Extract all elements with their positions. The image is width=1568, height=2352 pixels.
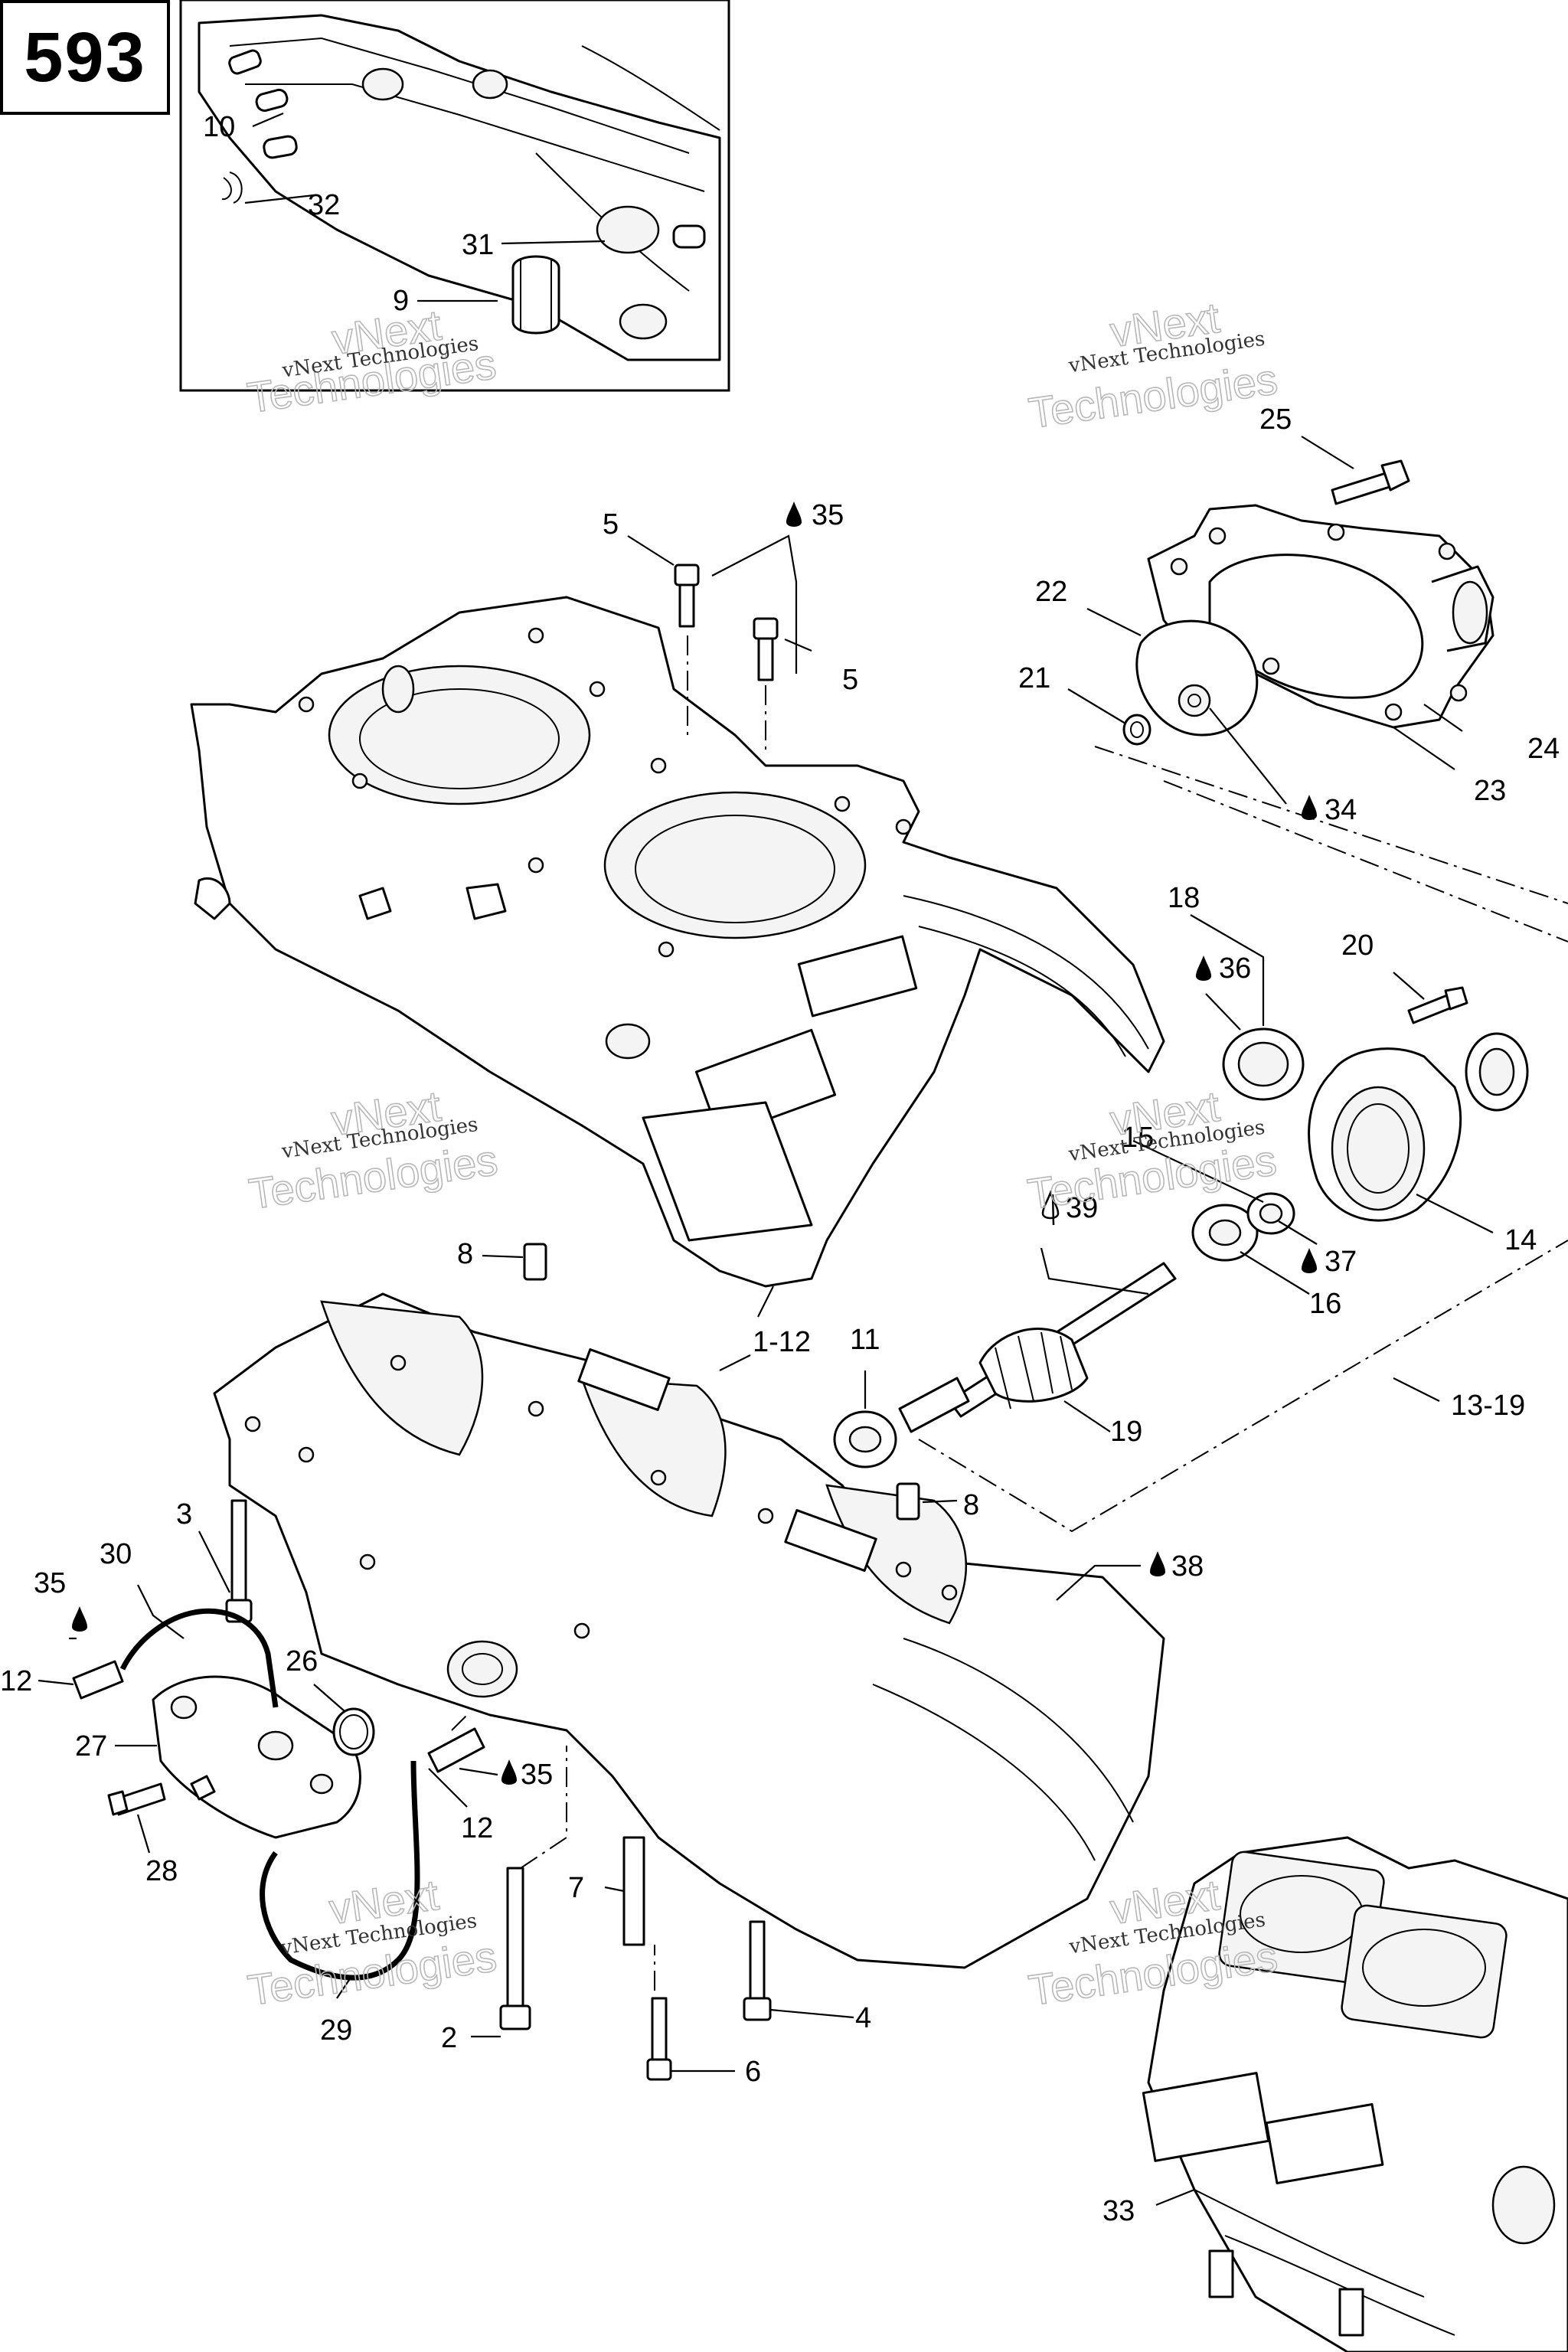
callout-26: 26 [286, 1645, 318, 1677]
callout-21: 21 [1018, 662, 1050, 694]
callout-13-19: 13-19 [1451, 1390, 1525, 1422]
centerline-bolt-2 [520, 1746, 567, 1869]
callout-12-center: 12 [461, 1812, 493, 1844]
callout-6: 6 [745, 2056, 761, 2088]
inset-detail-frame [179, 0, 730, 392]
callout-16: 16 [1309, 1288, 1341, 1320]
bolt-4 [743, 1920, 772, 2021]
centerline-pump-top [1094, 746, 1568, 904]
callout-9: 9 [393, 285, 409, 317]
watermark-1: vNext Technologies vNext Technologies [243, 300, 499, 423]
inset-crankcase-detail [198, 14, 721, 361]
svg-text:Technologies: Technologies [1026, 354, 1280, 437]
upper-crankcase [190, 596, 1165, 1288]
o-ring-26 [332, 1707, 375, 1756]
lubricant-drop-35a [786, 501, 802, 527]
fitting-12-center [427, 1727, 485, 1773]
bolt-5-left [674, 564, 700, 628]
dowel-8-lower [896, 1482, 920, 1521]
lubricant-drop-36 [1196, 956, 1211, 981]
callout-4: 4 [855, 2002, 871, 2034]
callout-10: 10 [203, 111, 235, 143]
bolt-25 [1331, 459, 1410, 505]
callout-7: 7 [568, 1872, 584, 1904]
centerline-fitting-12 [451, 1714, 468, 1731]
callout-20: 20 [1341, 929, 1374, 962]
dowel-8-upper [523, 1243, 547, 1281]
engine-overview [1142, 1836, 1568, 2352]
callout-25: 25 [1259, 403, 1292, 436]
callout-12-left: 12 [0, 1665, 32, 1697]
lower-crankcase [213, 1292, 1165, 1969]
bolt-5-right [753, 617, 779, 681]
bolt-20 [1407, 986, 1468, 1024]
callout-18: 18 [1168, 882, 1200, 914]
callout-8-lower: 8 [963, 1489, 979, 1521]
fitting-12-left [72, 1660, 124, 1700]
callout-15: 15 [1122, 1122, 1154, 1154]
callout-19: 19 [1110, 1416, 1142, 1448]
oil-line-30 [119, 1608, 279, 1708]
callout-30: 30 [100, 1538, 132, 1570]
callout-28: 28 [145, 1855, 178, 1887]
oil-line-29 [260, 1760, 420, 1981]
callout-35-left: 35 [34, 1567, 66, 1599]
lubricant-drop-37 [1302, 1248, 1317, 1273]
callout-8-upper: 8 [457, 1238, 473, 1270]
lubricant-drop-35c [501, 1759, 517, 1785]
leader-lines [38, 112, 1494, 2207]
bolt-28 [107, 1782, 166, 1816]
lubricant-drop-34 [1302, 795, 1317, 820]
rotary-valve-cover [1308, 1047, 1462, 1222]
page-number-box: 593 [0, 0, 170, 115]
washer-21 [1122, 714, 1152, 746]
watermark-2: vNext Technologies vNext Technologies [1025, 292, 1281, 438]
callout-14: 14 [1504, 1224, 1537, 1256]
oil-pump-27 [152, 1675, 361, 1839]
seal-15 [1246, 1192, 1295, 1235]
callout-2: 2 [441, 2022, 457, 2054]
seal-18 [1222, 1027, 1305, 1101]
callout-39: 39 [1066, 1192, 1098, 1224]
watermark-3: vNext Technologies vNext Technologies [245, 1081, 501, 1219]
lubricant-drop-39 [1041, 1190, 1060, 1226]
seal-ring [1465, 1032, 1529, 1112]
centerline-13-19 [918, 1240, 1568, 1533]
callout-35-center: 35 [521, 1759, 553, 1791]
bearing-16 [1191, 1204, 1259, 1262]
callout-36: 36 [1219, 952, 1251, 985]
callout-1-12: 1-12 [753, 1326, 811, 1358]
bolt-6 [646, 1997, 672, 2081]
bearing-11 [833, 1410, 897, 1468]
callout-32: 32 [308, 189, 340, 221]
callout-5-lower: 5 [842, 664, 858, 696]
callout-5-upper: 5 [603, 508, 619, 541]
callout-23: 23 [1474, 775, 1506, 807]
water-pump-housing [1147, 504, 1494, 729]
bolt-2 [499, 1867, 531, 2030]
lubricant-drop-38 [1150, 1551, 1165, 1576]
callout-29: 29 [320, 2014, 352, 2047]
callout-11: 11 [850, 1324, 880, 1356]
watermark-4: vNext Technologies vNext Technologies [1024, 1081, 1280, 1219]
stud-7 [622, 1836, 645, 1946]
drive-shaft-19 [898, 1262, 1177, 1433]
callout-38: 38 [1171, 1550, 1204, 1583]
callout-31: 31 [462, 229, 494, 261]
callout-35-top: 35 [812, 499, 844, 531]
callout-24: 24 [1527, 733, 1560, 765]
callout-3: 3 [176, 1498, 192, 1530]
callout-27: 27 [75, 1730, 107, 1762]
callout-22: 22 [1035, 576, 1067, 608]
bolt-3 [225, 1499, 253, 1623]
callout-33: 33 [1102, 2195, 1135, 2227]
callout-37: 37 [1325, 1246, 1357, 1278]
water-pump-impeller [1135, 619, 1259, 737]
page-number: 593 [24, 18, 146, 96]
centerline-pump-2 [1163, 780, 1568, 942]
lubricant-drop-35b [72, 1606, 87, 1632]
callout-34: 34 [1325, 794, 1357, 826]
